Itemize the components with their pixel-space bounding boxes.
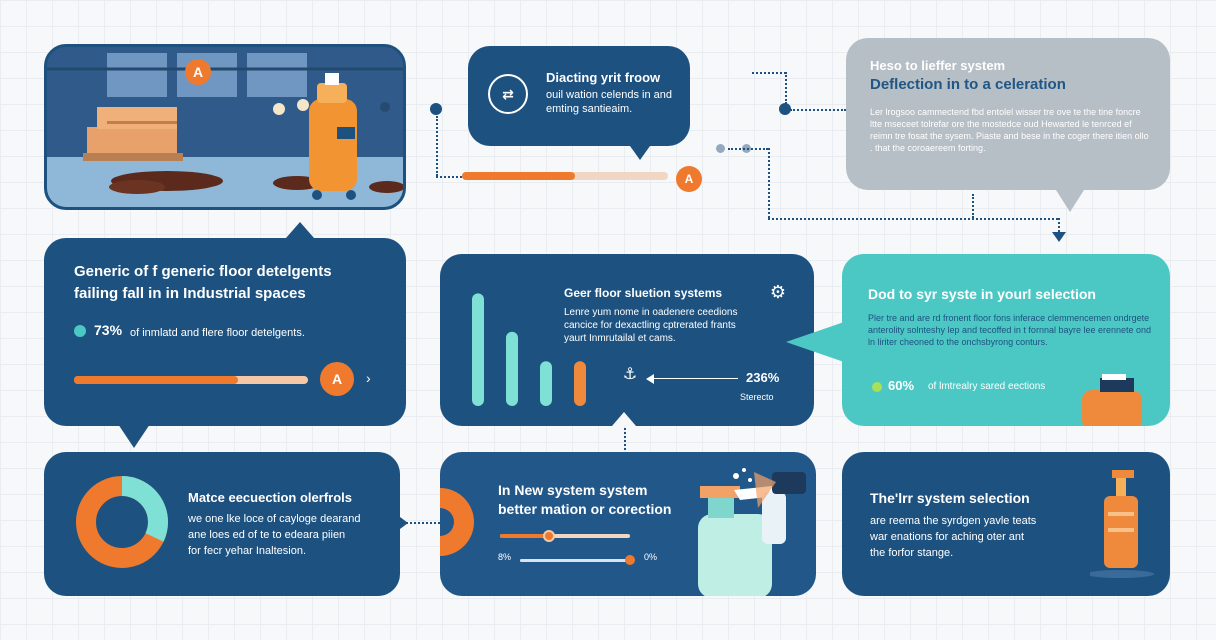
selection-card: Dod to syr syste in yourl selection Pler…: [842, 254, 1170, 426]
mid-badge-letter: A: [684, 172, 694, 186]
connector-dot: [430, 103, 442, 115]
matce-body-line1: we one lke loce of cayloge dearand: [188, 513, 361, 525]
generic-progress-fill: [74, 376, 238, 384]
generic-badge-letter: A: [331, 371, 343, 387]
gear-solution-card: Geer floor sluetion systems ⚙ Lenre yum …: [440, 254, 814, 426]
warehouse-illustration-card: A: [44, 44, 406, 210]
top-note-card: ⇄ Diacting yrit froow ouil wation celend…: [468, 46, 690, 146]
teal-bullet-icon: [74, 325, 86, 337]
anchor-icon: ⚓: [622, 366, 638, 383]
bar-chart: [472, 293, 586, 406]
top-note-line2: ouil wation celends in and: [546, 89, 672, 101]
new-system-card: In New system system better mation or co…: [440, 452, 816, 596]
connector-dot: [779, 103, 791, 115]
slider-handle-1[interactable]: [543, 530, 556, 542]
generic-progress-bar: [74, 376, 308, 384]
matce-card: Matce eecuection olerfrols we one lke lo…: [44, 452, 400, 596]
connector-line: [624, 428, 626, 454]
gear-body-line2: cancice for dexactling cptrerated frants: [564, 320, 736, 331]
system-selection-title: The'lrr system selection: [870, 490, 1030, 506]
arrow-down-icon: [1052, 232, 1066, 242]
mid-badge-icon: A: [676, 166, 702, 192]
slider-handle-2[interactable]: [625, 555, 635, 565]
connector-line: [436, 176, 462, 178]
slider-fill-1: [500, 534, 550, 538]
generic-title-line2: failing fall in in Industrial spaces: [74, 285, 306, 302]
half-donut-icon: [440, 488, 474, 556]
matce-arrow-head: [400, 517, 408, 529]
pointer-triangle: [286, 222, 314, 238]
connector-dot: [716, 144, 725, 153]
system-selection-body3: the forfor stange.: [870, 547, 954, 559]
deflection-kicker: Heso to lieffer system: [870, 58, 1006, 73]
gear-stat-caption: Sterecto: [740, 392, 774, 402]
connector-line: [1058, 218, 1060, 232]
soap-bottle-illustration: [1090, 470, 1154, 578]
donut-chart: [76, 476, 168, 568]
donut-segment-highlight: [76, 476, 168, 568]
bar-3: [540, 361, 552, 406]
matce-title: Matce eecuection olerfrols: [188, 490, 352, 505]
slider-left-label: 8%: [498, 552, 512, 562]
generic-title-line1: Generic of f generic floor detelgents: [74, 263, 332, 280]
spray-bottle-illustration: [698, 468, 806, 596]
green-bullet-icon: [872, 382, 882, 392]
slider-fill-2: [520, 559, 630, 562]
selection-title: Dod to syr syste in yourl selection: [868, 286, 1096, 302]
generic-stat-value: 73%: [94, 322, 123, 338]
cycle-icon: ⇄: [488, 74, 528, 114]
selection-body: Pler tre and are rd fronent floor fons i…: [868, 313, 1152, 347]
generic-badge-icon[interactable]: A: [320, 362, 354, 396]
system-selection-body2: war enations for aching oter ant: [870, 531, 1025, 543]
arrow-left-head: [646, 374, 654, 384]
connector-line: [768, 218, 1058, 220]
warehouse-illustration: [47, 47, 403, 207]
bar-4: [574, 361, 586, 406]
connector-line: [402, 522, 440, 524]
bar-1: [472, 293, 484, 406]
warning-a-icon: A: [185, 59, 211, 85]
gear-pointer-up: [612, 412, 636, 426]
arrow-left-icon: [652, 378, 738, 379]
gear-stat-value: 236%: [746, 370, 780, 385]
slider-track-2[interactable]: [520, 555, 635, 565]
deflection-card: Heso to lieffer system Deflection in to …: [846, 38, 1170, 190]
matce-body-line3: for fecr yehar Inaltesion.: [188, 545, 307, 557]
selection-pointer: [786, 322, 844, 362]
new-title-line1: In New system system: [498, 482, 648, 498]
connector-line: [728, 148, 768, 150]
slider-track-1[interactable]: [500, 530, 630, 542]
mid-progress-fill: [462, 172, 576, 180]
connector-line: [436, 116, 438, 176]
generic-stat-text: of inmlatd and flere floor detelgents.: [130, 327, 305, 339]
slider-right-label: 0%: [644, 552, 658, 562]
gear-icon: ⚙: [769, 281, 787, 302]
gear-body-line1: Lenre yum nome in oadenere ceedions: [564, 307, 738, 318]
system-selection-body1: are reema the syrdgen yavle teats: [870, 515, 1037, 527]
connector-line: [768, 148, 770, 218]
chevron-right-icon[interactable]: ›: [366, 370, 371, 386]
selection-stat-text: of lmtrealry sared eections: [928, 381, 1046, 392]
selection-stat-value: 60%: [888, 378, 915, 393]
gear-body-line3: yaurt Inmrutailal et cams.: [564, 333, 676, 344]
connector-line: [752, 72, 786, 74]
top-note-pointer: [630, 146, 650, 160]
generic-pointer: [118, 424, 150, 448]
gear-title: Geer floor sluetion systems: [564, 286, 723, 300]
deflection-title: Deflection in to a celeration: [870, 76, 1066, 93]
new-title-line2: better mation or corection: [498, 501, 672, 517]
top-note-line1: Diacting yrit froow: [546, 70, 661, 85]
system-selection-card: The'lrr system selection are reema the s…: [842, 452, 1170, 596]
connector-line: [790, 109, 846, 111]
spray-bottle-illustration: [1082, 374, 1142, 426]
matce-body-line2: ane loes ed of te to edeara piien: [188, 529, 346, 541]
deflection-body: Ler lrogsoo cammectend fbd entolel wisse…: [870, 107, 1149, 153]
connector-line: [785, 72, 787, 104]
connector-line: [972, 194, 974, 218]
mid-progress-bar: [462, 172, 668, 180]
deflection-pointer: [1056, 190, 1084, 212]
top-note-line3: emting santieaim.: [546, 103, 633, 115]
bar-2: [506, 331, 518, 406]
generic-detergents-card: Generic of f generic floor detelgents fa…: [44, 238, 406, 426]
